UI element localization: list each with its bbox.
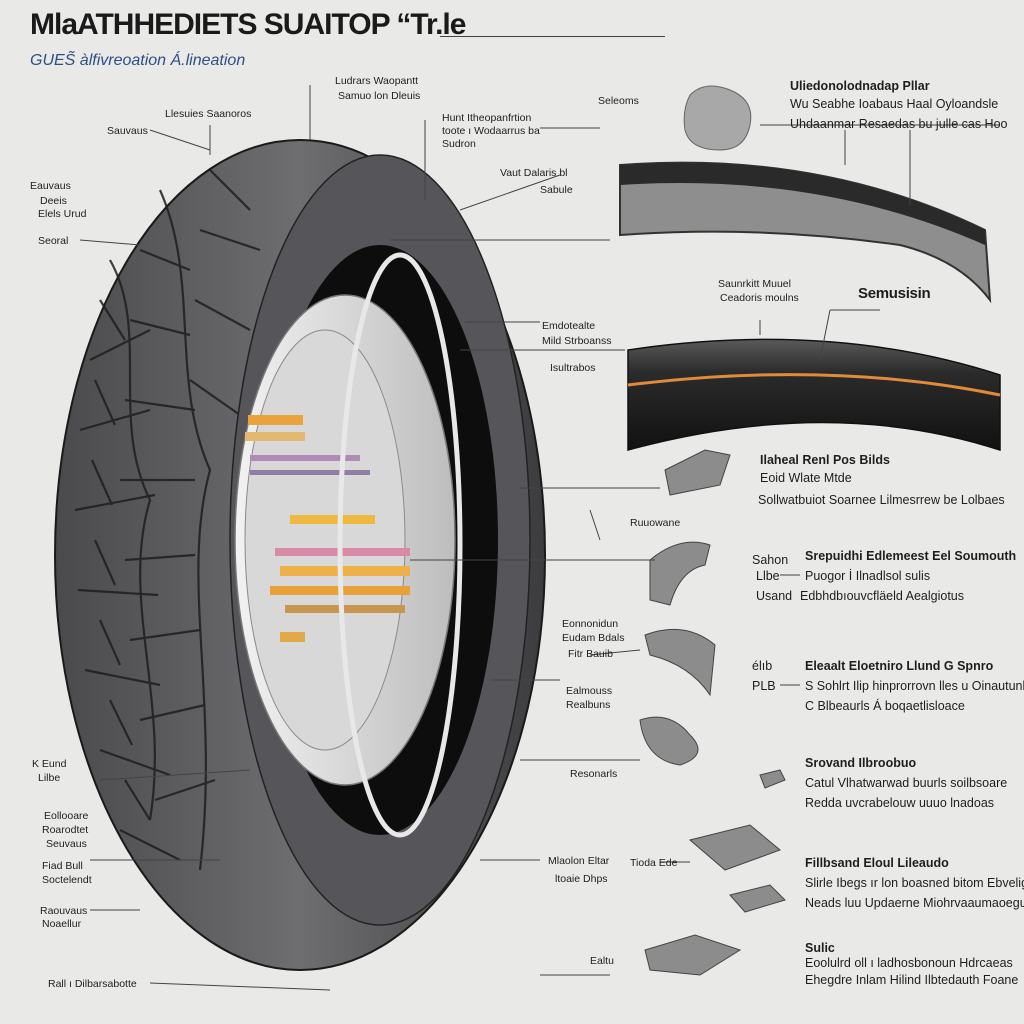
left-label-10: Fiad Bull <box>42 860 83 872</box>
left-label-0: Sauvaus <box>107 125 148 137</box>
tire-body <box>54 139 546 971</box>
center-label-21: ltoaie Dhps <box>555 873 608 885</box>
right-label-11: Puogor İ Ilnadlsol sulis <box>805 569 931 583</box>
right-label-3: Semusisin <box>858 285 931 302</box>
center-label-9: Ceadoris moulns <box>720 292 799 304</box>
center-label-13: Ruuowane <box>630 517 681 529</box>
right-label-10: Srepuidhi Edlemeest Eel Soumouth <box>805 549 1017 563</box>
left-label-5: K Eund <box>32 758 67 770</box>
left-label-1: Eauvaus <box>30 180 71 192</box>
center-label-19: Resonarls <box>570 768 618 780</box>
part-samples <box>639 449 786 976</box>
center-label-20: Mlaolon Eltar <box>548 855 610 867</box>
center-label-12: Isultrabos <box>550 362 596 374</box>
center-label-18: Realbuns <box>566 699 611 711</box>
tread-block-sample <box>683 85 752 151</box>
right-label-14: PLB <box>752 679 776 693</box>
left-label-7: Eollooare <box>44 810 89 822</box>
center-label-24: Ealtu <box>590 955 614 967</box>
right-label-5: Eoid Wlate Mtde <box>760 471 852 485</box>
center-label-16: Fitr Bauib <box>568 648 613 660</box>
center-label-3: Hunt Itheopanfrtion <box>442 112 532 124</box>
left-label-12: Raouvaus <box>40 905 88 917</box>
diagram-subtitle: GUES̃ àlfivreoation Á.lineation <box>30 52 246 69</box>
right-label-6: Sollwatbuiot Soarnee Lilmesrrew be Lolba… <box>758 493 1005 507</box>
left-label-9: Seuvaus <box>46 838 87 850</box>
right-label-8: Llbe <box>756 569 780 583</box>
tread-section-middle <box>627 338 1001 452</box>
right-label-15: Eleaalt Eloetniro Llund G Spnro <box>805 659 994 673</box>
right-label-0: Uliedonolodnadap Pllar <box>790 79 930 93</box>
center-label-6: Vaut Dalaris bl <box>500 167 568 179</box>
center-label-4: toote ı Wodaarrus ba <box>442 125 540 137</box>
center-label-8: Saunrkitt Muuel <box>718 278 791 290</box>
right-label-20: Redda uvcrabelouw uuuo lnadoas <box>805 796 995 810</box>
right-label-9: Usand <box>756 589 793 603</box>
left-label-6: Lilbe <box>38 772 61 784</box>
right-label-16: S Sohlrt Ilip hinprorrovn lles u Oinautu… <box>805 679 1024 693</box>
right-label-23: Neads luu Updaerne Miohrvaaumaoeguoe <box>805 896 1024 910</box>
left-label-2: Deeis <box>40 195 67 207</box>
center-label-7: Sabule <box>540 184 573 196</box>
right-label-25: Eoolulrd oll ı ladhosbonoun Hdrcaeas <box>805 956 1013 970</box>
right-label-13: élıb <box>752 659 773 673</box>
right-label-17: C Blbeaurls Á boqaetlisloace <box>805 699 965 713</box>
center-label-23: Tioda Ede <box>630 857 678 869</box>
center-label-15: Eudam Bdals <box>562 632 625 644</box>
right-label-18: Srovand Ilbroobuo <box>805 756 917 770</box>
right-label-21: Fillbsand Eloul Lileaudo <box>805 856 949 870</box>
right-label-26: Ehegdre Inlam Hilind Ilbtedauth Foane <box>805 973 1019 987</box>
diagram-title: MlaATHHEDIETS SUAITOP “Tr.le <box>30 8 466 41</box>
right-label-22: Slirle Ibegs ır lon boasned bitom Ebveli… <box>805 876 1024 890</box>
center-label-22: Seleoms <box>598 95 639 107</box>
center-label-5: Sudron <box>442 138 476 150</box>
left-label-11: Soctelendt <box>42 874 92 886</box>
left-label-3: Elels Urud <box>38 208 87 220</box>
left-label-8: Roarodtet <box>42 824 89 836</box>
left-label-4: Seoral <box>38 235 69 247</box>
right-label-1: Wu Seabhe Ioabaus Haal Oyloandsle <box>790 97 999 111</box>
right-label-7: Sahon <box>752 553 789 567</box>
left-label-13: Noaellur <box>42 918 82 930</box>
title-rule <box>440 36 665 37</box>
right-label-19: Catul Vlhatwarwad buurls soilbsoare <box>805 776 1008 790</box>
center-label-14: Eonnonidun <box>562 618 619 630</box>
right-label-24: Sulic <box>805 941 835 955</box>
center-label-1: Samuo lon Dleuis <box>338 90 421 102</box>
leader-lines <box>79 85 1000 991</box>
left-label-14: Rall ı Dilbarsabotte <box>48 978 137 990</box>
right-label-4: Ilaheal Renl Pos Bilds <box>760 453 890 467</box>
tread-section-top <box>619 161 992 304</box>
center-label-0: Ludrars Waopantt <box>335 75 419 87</box>
right-label-12: Edbhdbıouvcfläeld Aealgiotus <box>800 589 965 603</box>
center-label-2: Llesuies Saanoros <box>165 108 252 120</box>
center-label-11: Mild Strboanss <box>542 335 612 347</box>
center-label-17: Ealmouss <box>566 685 613 697</box>
right-label-2: Uhdaanmar Resaedas bu julle cas Hoo <box>790 117 1008 131</box>
center-label-10: Emdotealte <box>542 320 596 332</box>
